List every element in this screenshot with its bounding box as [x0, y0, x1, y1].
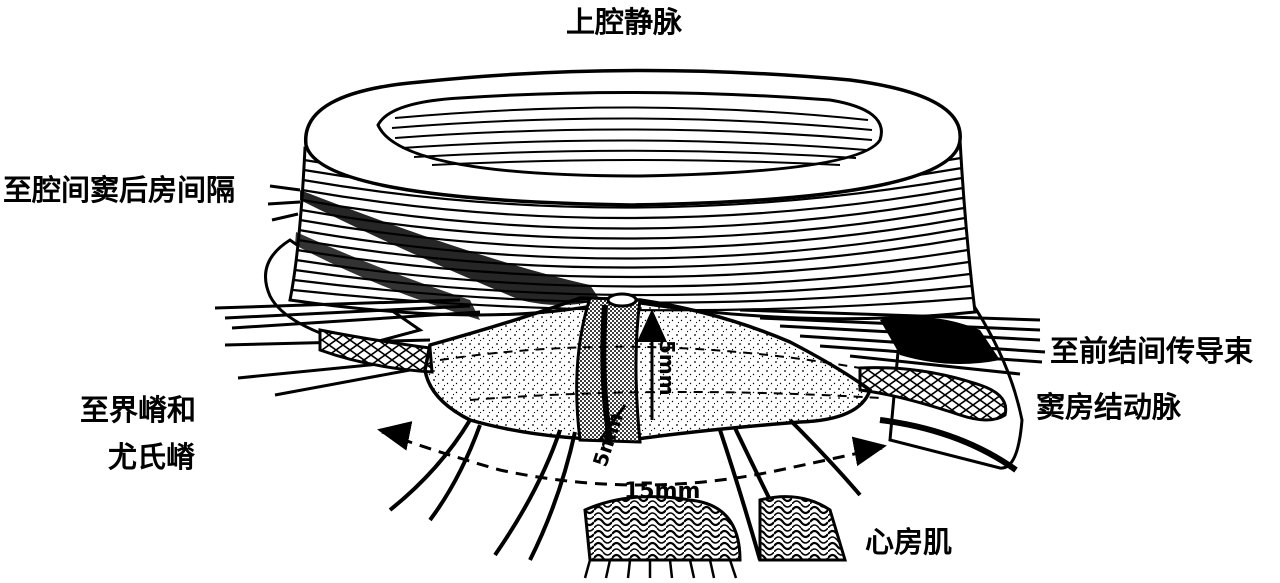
label-to-crista-line1: 至界嵴和 [80, 393, 197, 427]
dim-15mm-line [381, 430, 883, 487]
label-to-anterior-tract: 至前结间传导束 [1050, 334, 1254, 368]
label-sa-artery: 窦房结动脉 [1036, 390, 1182, 424]
label-svc: 上腔静脉 [566, 5, 683, 39]
label-to-septum: 至腔间窦后房间隔 [3, 173, 236, 207]
atrial-muscle-block [583, 495, 742, 562]
lumen-striations [391, 106, 873, 166]
dashed-contours [439, 345, 881, 401]
dim-15mm-label: 15mm [624, 479, 700, 504]
svc-lumen [376, 90, 883, 178]
dim-depth-label: 5mm [655, 340, 679, 396]
label-to-crista-line2: 尤氏嵴 [108, 440, 196, 474]
label-atrial-muscle: 心房肌 [865, 525, 953, 559]
sa-artery-right [858, 366, 1008, 422]
